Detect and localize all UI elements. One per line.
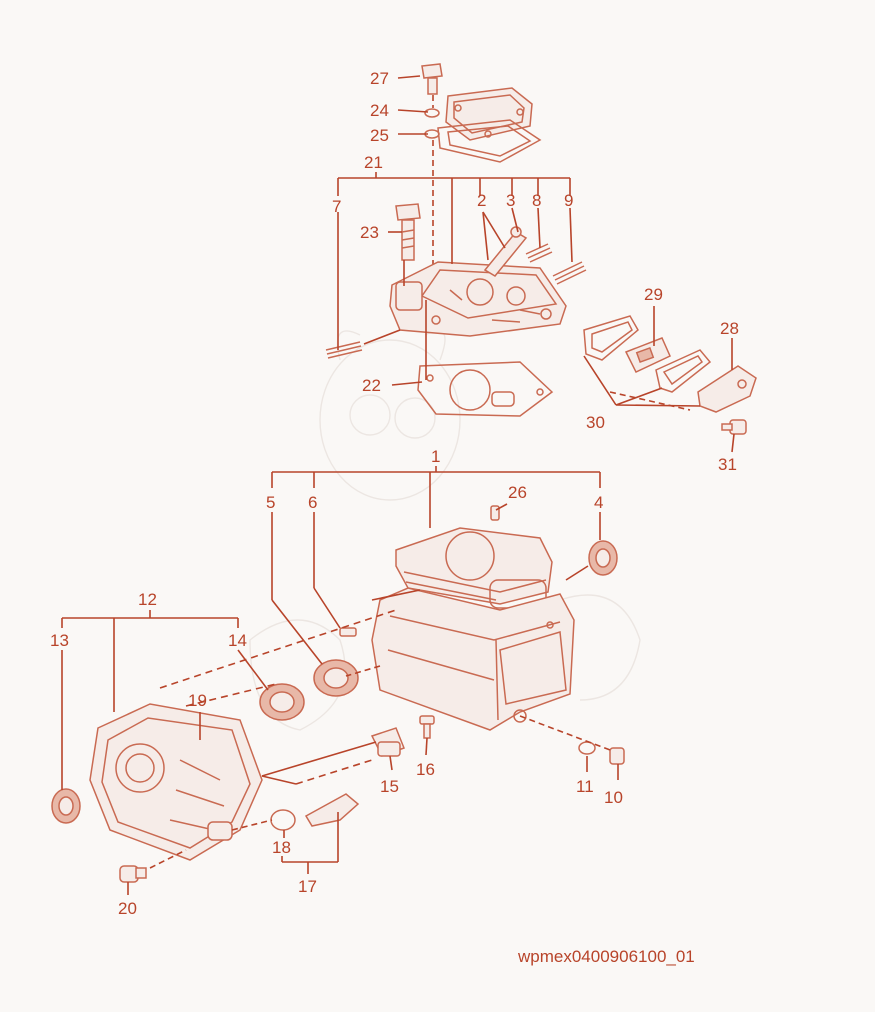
callout-1: 1 [431, 447, 440, 466]
callout-27: 27 [370, 69, 389, 88]
rocker-arm-part [483, 226, 528, 277]
rocker-cover-part [445, 87, 533, 141]
leader-lines [61, 75, 735, 895]
valve-spring-parts [325, 243, 587, 359]
callout-19: 19 [188, 691, 207, 710]
callout-20: 20 [118, 899, 137, 918]
governor-part [370, 727, 405, 757]
callout-4: 4 [594, 493, 603, 512]
callout-6: 6 [308, 493, 317, 512]
cover-drain-bolt-part [119, 865, 147, 883]
callout-31: 31 [718, 455, 737, 474]
breather-valve-part [624, 337, 671, 373]
dowel-pin-part [490, 505, 500, 521]
cylinder-head-part [389, 261, 567, 337]
oil-filler-parts [207, 793, 360, 841]
callout-26: 26 [508, 483, 527, 502]
callout-21: 21 [364, 153, 383, 172]
breather-plate-part [655, 349, 712, 393]
callout-23: 23 [360, 223, 379, 242]
callout-16: 16 [416, 760, 435, 779]
callout-22: 22 [362, 376, 381, 395]
callout-12: 12 [138, 590, 157, 609]
cover-bearing-part [259, 683, 305, 721]
callout-11: 11 [576, 777, 594, 796]
breather-cover-part [697, 365, 757, 413]
callout-10: 10 [604, 788, 623, 807]
rocker-cover-gasket-part [437, 119, 542, 163]
cylinder-block-part [371, 527, 575, 731]
callout-3: 3 [506, 191, 515, 210]
key-pin-part [339, 627, 357, 637]
cover-bolt-part [421, 63, 443, 290]
callout-14: 14 [228, 631, 247, 650]
head-bolt-part [395, 203, 421, 261]
bearing-part [313, 659, 359, 697]
callout-5: 5 [266, 493, 275, 512]
image-code: wpmex0400906100_01 [517, 947, 695, 966]
breather-bolt-part [721, 419, 747, 435]
oil-seal-right-part [588, 540, 618, 576]
small-bolt-part [419, 715, 435, 739]
callout-18: 18 [272, 838, 291, 857]
callout-8: 8 [532, 191, 541, 210]
callout-24: 24 [370, 101, 389, 120]
breather-gasket-part [583, 315, 639, 361]
drain-plug-part [578, 741, 625, 765]
callout-13: 13 [50, 631, 69, 650]
callout-17: 17 [298, 877, 317, 896]
callout-15: 15 [380, 777, 399, 796]
oil-seal-left-part [51, 788, 81, 824]
head-gasket-part [417, 361, 554, 417]
callout-7: 7 [332, 197, 341, 216]
callout-29: 29 [644, 285, 663, 304]
callout-2: 2 [477, 191, 486, 210]
crankcase-cover-part [89, 703, 263, 861]
callout-25: 25 [370, 126, 389, 145]
callout-labels: 27 24 25 21 7 2 3 8 9 23 29 28 22 30 31 … [50, 69, 739, 918]
callout-28: 28 [720, 319, 739, 338]
callout-9: 9 [564, 191, 573, 210]
callout-30: 30 [586, 413, 605, 432]
